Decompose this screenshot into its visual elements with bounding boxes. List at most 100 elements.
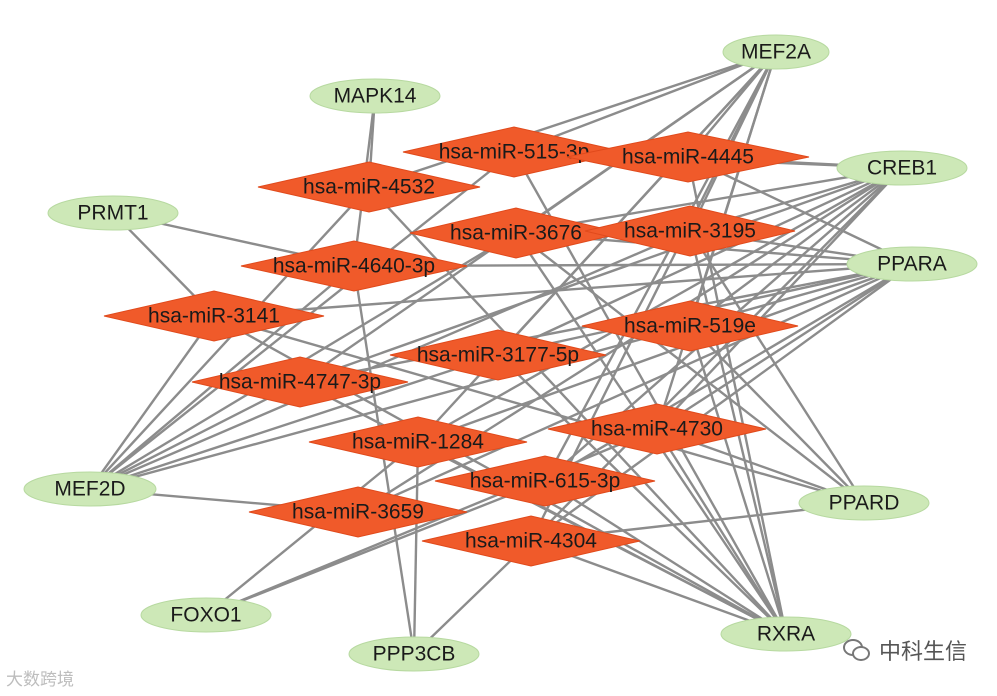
- mirna-diamond: [566, 131, 810, 183]
- edge-creb1-m1284: [417, 166, 903, 444]
- mirna-diamond: [389, 329, 607, 381]
- edge-rxra-m4747: [299, 380, 787, 636]
- gene-node-foxo1: FOXO1: [140, 597, 272, 633]
- edge-mef2d-m3195: [89, 229, 691, 491]
- edge-creb1-m4747: [299, 166, 903, 384]
- edge-foxo1-m615: [205, 479, 546, 617]
- edge-ppard-m3195: [688, 230, 866, 504]
- mirna-diamond: [191, 356, 409, 408]
- mirna-label: hsa-miR-3141: [148, 305, 280, 328]
- mirna-node-m615: hsa-miR-615-3p: [434, 455, 656, 507]
- watermark-right-text: 中科生信: [878, 640, 967, 665]
- mirna-node-m4730: hsa-miR-4730: [547, 403, 767, 455]
- mirna-node-m3659: hsa-miR-3659: [248, 486, 468, 538]
- mirna-node-m4304: hsa-miR-4304: [421, 515, 641, 567]
- mirna-node-m3177: hsa-miR-3177-5p: [389, 329, 607, 381]
- gene-ellipse: [140, 597, 272, 633]
- edge-mef2d-m3141: [89, 315, 215, 490]
- mirna-node-m515: hsa-miR-515-3p: [402, 126, 626, 178]
- gene-ellipse: [309, 78, 441, 114]
- gene-node-mef2d: MEF2D: [23, 471, 157, 507]
- edge-ppara-m3141: [213, 262, 913, 318]
- mirna-node-m519e: hsa-miR-519e: [581, 300, 799, 352]
- edge-mef2d-m4747: [89, 380, 301, 491]
- mirna-diamond: [248, 486, 468, 538]
- mirna-label: hsa-miR-3659: [292, 501, 424, 524]
- wechat-icon: [842, 639, 871, 661]
- gene-label: CREB1: [867, 157, 937, 180]
- mirna-diamond: [308, 416, 528, 468]
- mirna-label: hsa-miR-515-3p: [439, 141, 590, 164]
- edge-creb1-m3177: [497, 166, 903, 357]
- edge-mef2a-m515: [513, 50, 777, 154]
- gene-ellipse: [798, 485, 930, 521]
- mirna-node-m4747: hsa-miR-4747-3p: [191, 356, 409, 408]
- gene-node-creb1: CREB1: [836, 150, 968, 186]
- mirna-label: hsa-miR-4747-3p: [219, 371, 381, 394]
- gene-node-mef2a: MEF2A: [722, 34, 830, 70]
- gene-ellipse: [722, 34, 830, 70]
- edge-ppard-m3141: [213, 314, 865, 505]
- edge-ppara-m3659: [357, 262, 913, 514]
- mirna-label: hsa-miR-4640-3p: [273, 255, 435, 278]
- edge-creb1-m3676: [515, 166, 903, 235]
- gene-ellipse: [846, 246, 978, 282]
- mirna-diamond: [581, 300, 799, 352]
- gene-label: PRMT1: [77, 202, 148, 225]
- edge-ppara-m4730: [656, 262, 913, 431]
- edge-ppara-m615: [544, 262, 913, 483]
- gene-label: FOXO1: [170, 604, 241, 627]
- mirna-node-m1284: hsa-miR-1284: [308, 416, 528, 468]
- gene-label: MAPK14: [334, 85, 417, 108]
- mirna-label: hsa-miR-4730: [591, 418, 723, 441]
- gene-label: PPARA: [877, 253, 947, 276]
- gene-ellipse: [23, 471, 157, 507]
- mirna-diamond: [434, 455, 656, 507]
- gene-ellipse: [836, 150, 968, 186]
- mirna-diamond: [257, 161, 481, 213]
- gene-ellipse: [47, 195, 179, 231]
- mirna-diamond: [103, 290, 325, 342]
- gene-node-rxra: RXRA: [720, 616, 852, 652]
- edge-rxra-m4730: [655, 428, 788, 635]
- gene-node-ppara: PPARA: [846, 246, 978, 282]
- gene-label: MEF2D: [54, 478, 125, 501]
- edge-ppara-m4445: [687, 155, 913, 266]
- mirna-label: hsa-miR-3676: [450, 222, 582, 245]
- edge-rxra-m615: [544, 479, 787, 636]
- mirna-node-m3676: hsa-miR-3676: [409, 207, 623, 259]
- gene-label: PPP3CB: [373, 643, 456, 666]
- gene-label: PPARD: [829, 492, 900, 515]
- mirna-diamond: [421, 515, 641, 567]
- watermark-right: 中科生信: [842, 634, 967, 666]
- edge-creb1-m4730: [656, 167, 903, 430]
- watermark-left: 大数跨境: [6, 665, 74, 690]
- mirna-label: hsa-miR-4532: [303, 176, 435, 199]
- mirna-node-m4640: hsa-miR-4640-3p: [240, 240, 468, 292]
- edge-mef2a-m1284: [417, 51, 777, 443]
- edge-foxo1-m1284: [205, 441, 419, 616]
- mirna-diamond: [584, 205, 796, 257]
- mirna-label: hsa-miR-4304: [465, 530, 597, 553]
- gene-node-ppp3cb: PPP3CB: [348, 636, 480, 672]
- mirna-label: hsa-miR-519e: [624, 315, 756, 338]
- mirna-label: hsa-miR-3195: [624, 220, 756, 243]
- mirna-label: hsa-miR-1284: [352, 431, 484, 454]
- mirna-node-m3195: hsa-miR-3195: [584, 205, 796, 257]
- edge-mef2a-m615: [543, 51, 778, 482]
- mirna-node-m4532: hsa-miR-4532: [257, 161, 481, 213]
- gene-ellipse: [720, 616, 852, 652]
- edge-mef2a-m4304: [529, 51, 778, 542]
- gene-ellipse: [348, 636, 480, 672]
- edge-ppard-m3676: [515, 232, 865, 504]
- mirna-diamond: [547, 403, 767, 455]
- edge-ppp3cb-m4640: [352, 265, 416, 655]
- gene-node-prmt1: PRMT1: [47, 195, 179, 231]
- mirna-label: hsa-miR-615-3p: [470, 470, 621, 493]
- mirna-node-m3141: hsa-miR-3141: [103, 290, 325, 342]
- mirna-label: hsa-miR-3177-5p: [417, 344, 579, 367]
- edge-ppara-m1284: [417, 262, 913, 444]
- edge-rxra-m3177: [497, 354, 787, 635]
